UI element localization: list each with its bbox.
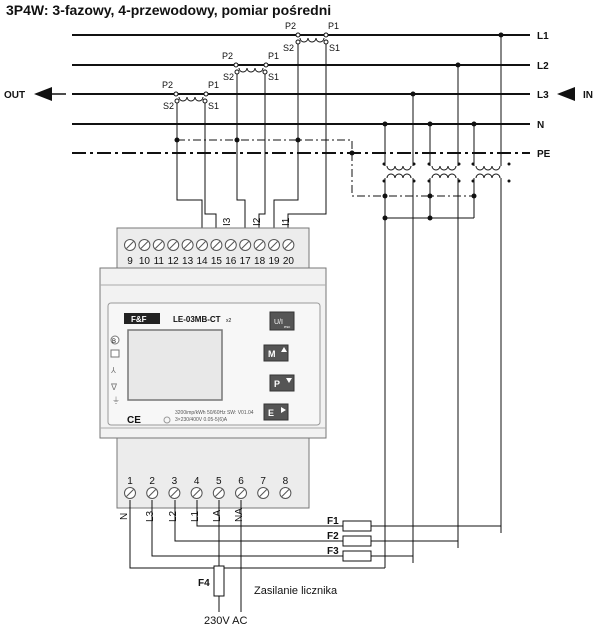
label-i1: I1 — [281, 217, 292, 226]
top-terminal-14-label: 14 — [196, 256, 208, 267]
top-terminal-19-label: 19 — [268, 256, 280, 267]
bottom-terminal-5-label: 5 — [216, 476, 222, 487]
svg-text:S2: S2 — [223, 72, 234, 82]
wye-icon: ⅄ — [110, 366, 116, 375]
svg-text:x2: x2 — [226, 318, 232, 324]
top-terminal-20-label: 20 — [283, 256, 295, 267]
fuse-f3 — [342, 550, 372, 562]
label-f3: F3 — [327, 546, 339, 557]
up-arrow-icon — [281, 347, 287, 352]
label-l2: L2 — [537, 61, 549, 72]
bottom-terminal-8-label: 8 — [283, 476, 289, 487]
bottom-terminal-3-label: 3 — [172, 476, 178, 487]
top-terminal-15-label: 15 — [211, 256, 223, 267]
label-i2: I2 — [252, 217, 263, 226]
top-terminal-12-label: 12 — [168, 256, 180, 267]
svg-text:S1: S1 — [329, 43, 340, 53]
top-terminal-16-label: 16 — [225, 256, 237, 267]
bottom-terminals: 1 2 3 4 5 6 7 8 — [124, 476, 292, 499]
wire-label-na: NA — [234, 508, 245, 522]
bottom-terminal-6-label: 6 — [238, 476, 244, 487]
ground-icon: ⏚ — [112, 396, 120, 405]
voltage-transformers — [351, 35, 502, 568]
svg-text:U/I: U/I — [274, 319, 283, 326]
fuse-f1 — [342, 520, 372, 532]
label-f1: F1 — [327, 516, 339, 527]
supply-label: 230V AC — [204, 615, 247, 627]
m-button[interactable] — [263, 344, 289, 362]
top-terminal-11-label: 11 — [154, 256, 165, 267]
wire-label-la: LA — [212, 509, 223, 522]
meter-device: F&F LE-03MB-CT x2 U/I esc M P E B ⅄ ∇ ⏚ … — [99, 227, 327, 509]
label-in: IN — [583, 90, 593, 101]
svg-text:P2: P2 — [285, 21, 296, 31]
top-terminal-10-label: 10 — [139, 256, 151, 267]
label-f2: F2 — [327, 531, 339, 542]
svg-text:F&F: F&F — [131, 315, 147, 324]
bottom-terminal-7-label: 7 — [260, 476, 266, 487]
svg-text:P1: P1 — [328, 21, 339, 31]
svg-text:S2: S2 — [283, 43, 294, 53]
in-arrow-icon — [557, 87, 575, 101]
down-arrow-icon — [286, 378, 292, 383]
ct-l3: P2 P1 S2 S1 — [162, 80, 219, 111]
svg-text:P1: P1 — [208, 80, 219, 90]
side-icon-b — [110, 335, 120, 345]
svg-text:E: E — [268, 408, 274, 418]
svg-text:S2: S2 — [163, 101, 174, 111]
led-indicator — [163, 416, 171, 424]
svg-text:P2: P2 — [222, 51, 233, 61]
fuse-f2 — [342, 535, 372, 547]
model-label: LE-03MB-CT — [173, 315, 221, 324]
svg-text:3200imp/kWh 50/60Hz SW: V01.04: 3200imp/kWh 50/60Hz SW: V01.04 — [175, 410, 254, 416]
lcd-display — [127, 329, 223, 401]
svg-text:P: P — [274, 379, 280, 389]
svg-text:3×230/400V 0.05-5(6)A: 3×230/400V 0.05-5(6)A — [175, 417, 228, 423]
out-arrow-icon — [34, 87, 52, 101]
label-pe: PE — [537, 149, 551, 160]
svg-text:S1: S1 — [208, 101, 219, 111]
ct-l2: P2 P1 S2 S1 — [222, 51, 279, 82]
bottom-terminal-4-label: 4 — [194, 476, 200, 487]
label-n: N — [537, 120, 544, 131]
bottom-terminal-2-label: 2 — [149, 476, 155, 487]
wire-label-l3: L3 — [145, 510, 156, 522]
label-l3: L3 — [537, 90, 549, 101]
top-terminal-9-label: 9 — [127, 256, 133, 267]
ui-esc-button[interactable] — [269, 311, 295, 331]
label-i3: I3 — [222, 217, 233, 226]
square-icon — [110, 349, 120, 358]
svg-text:B: B — [112, 339, 116, 345]
label-l1: L1 — [537, 31, 549, 42]
delta-icon: ∇ — [110, 382, 118, 392]
brand-logo — [124, 313, 160, 324]
svg-text:S1: S1 — [268, 72, 279, 82]
wire-label-l1: L1 — [190, 510, 201, 522]
top-terminal-17-label: 17 — [240, 256, 252, 267]
top-terminal-18-label: 18 — [254, 256, 266, 267]
svg-text:M: M — [268, 349, 276, 359]
top-terminal-13-label: 13 — [182, 256, 194, 267]
ct-l1: P2 P1 S2 S1 — [283, 21, 340, 53]
svg-text:esc: esc — [284, 324, 290, 329]
fuse-f4 — [213, 565, 225, 597]
svg-text:P1: P1 — [268, 51, 279, 61]
diagram-title: 3P4W: 3-fazowy, 4-przewodowy, pomiar poś… — [6, 2, 332, 18]
label-f4: F4 — [198, 578, 210, 589]
power-label: Zasilanie licznika — [254, 585, 338, 597]
bottom-terminal-1-label: 1 — [127, 476, 133, 487]
label-out: OUT — [4, 90, 25, 101]
wire-label-n: N — [119, 513, 130, 520]
ce-mark: CE — [127, 415, 141, 426]
enter-arrow-icon — [281, 407, 286, 413]
wire-label-l2: L2 — [168, 510, 179, 522]
svg-text:P2: P2 — [162, 80, 173, 90]
